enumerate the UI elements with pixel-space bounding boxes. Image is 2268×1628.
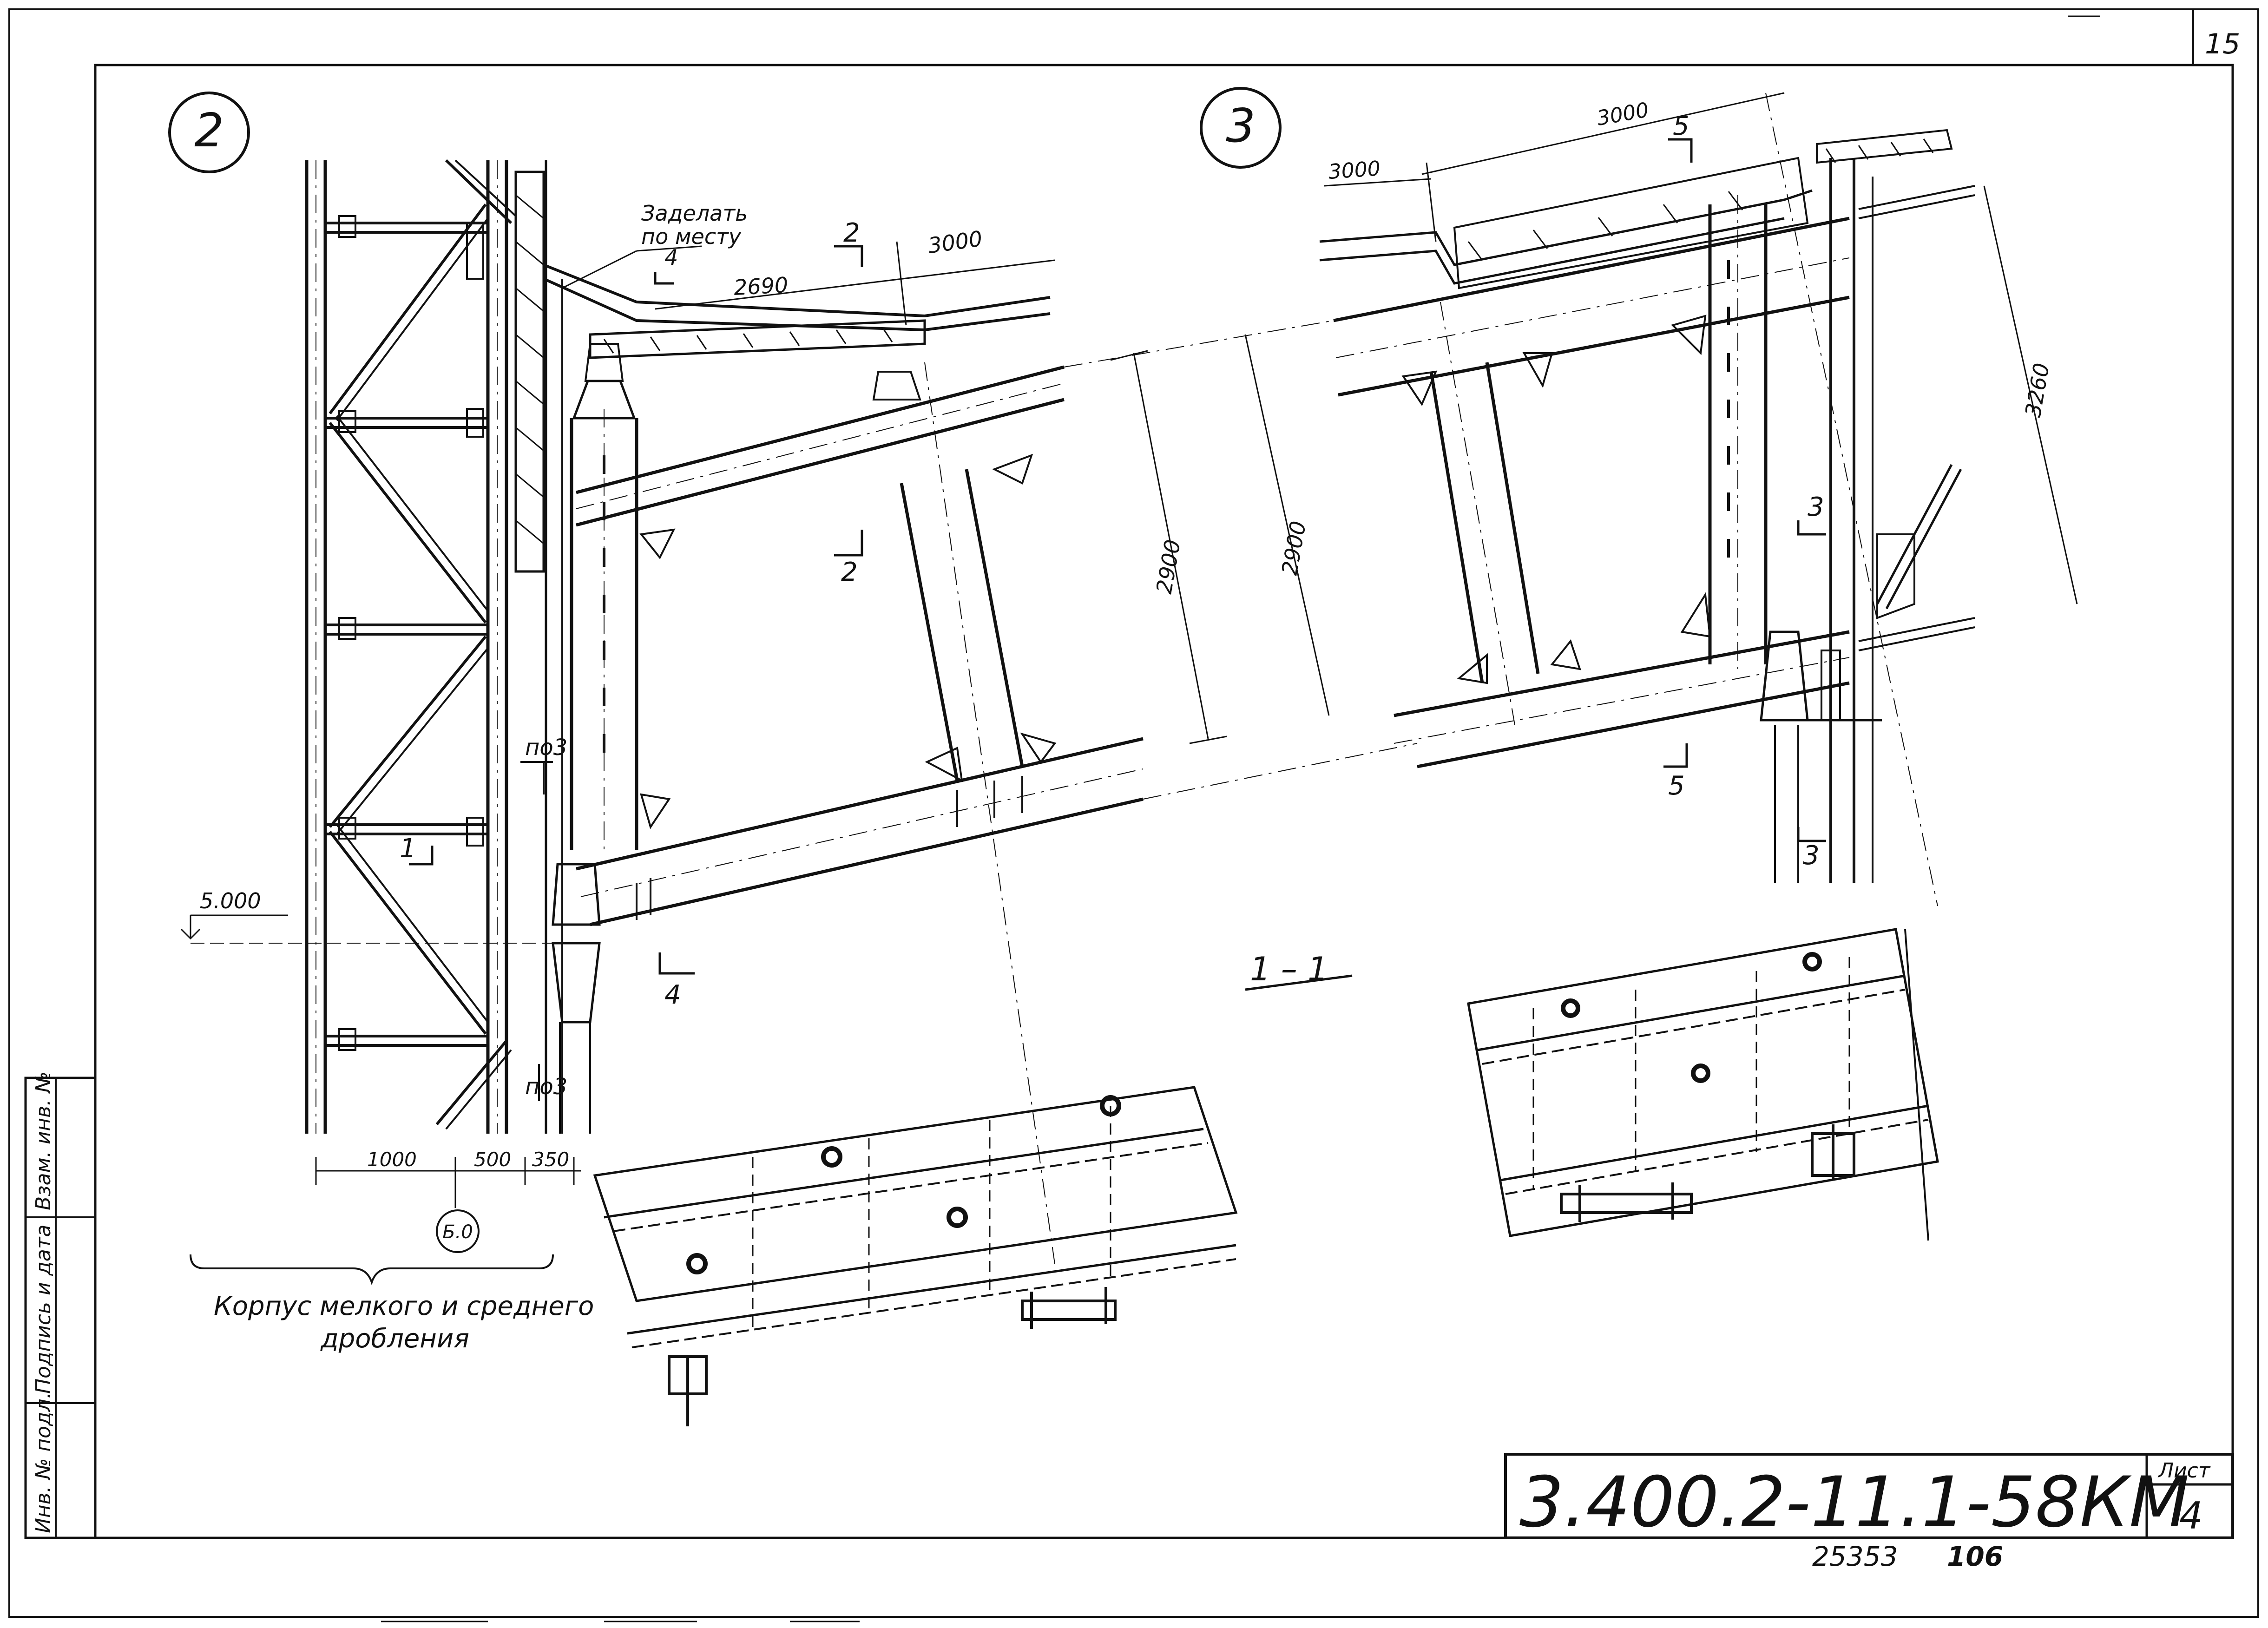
section-mark-4-top: 4 — [664, 245, 678, 270]
section-mark-1-left: 1 — [400, 834, 416, 864]
wall-panel — [514, 160, 563, 1134]
section-mark-2-top: 2 — [843, 218, 860, 248]
title-block: 3.400.2-11.1-58КМ Лист 4 25353 106 — [1504, 1453, 2234, 1572]
stamp-field-replace: Взам. инв. № — [32, 1071, 55, 1210]
drawing-designation: 3.400.2-11.1-58КМ — [1519, 1462, 2189, 1543]
dim-3000-left: 3000 — [1328, 157, 1381, 184]
node-2-marker-circle — [168, 92, 250, 173]
dim-3000-right: 3000 — [1595, 98, 1650, 131]
gallery-frame-node3 — [1064, 92, 1975, 906]
section-mark-5-bottom: 5 — [1668, 771, 1685, 801]
node-3-marker: 3 — [1226, 98, 1256, 153]
side-stamp: Инв. № подл. Подпись и дата Взам. инв. № — [24, 1071, 97, 1539]
page-number-box — [2192, 9, 2233, 66]
axis-bubble — [436, 1209, 480, 1253]
elevation-mark: 5.000 — [200, 888, 261, 913]
dim-2900-n2: 2900 — [1151, 538, 1186, 596]
caption-line2: дробления — [320, 1324, 469, 1354]
section-mark-2-mid: 2 — [841, 557, 858, 587]
section-mark-3-upper: 3 — [1808, 492, 1824, 522]
dim-500: 500 — [474, 1148, 511, 1171]
caption-line1: Корпус мелкого и среднего — [214, 1291, 594, 1321]
sheet-number: 4 — [2179, 1494, 2203, 1537]
node-2-marker: 2 — [194, 103, 224, 158]
dim-350: 350 — [532, 1148, 569, 1171]
gallery-frame-node2 — [552, 343, 1144, 1264]
section-1-1-title: 1 – 1 — [1250, 950, 1328, 988]
section-mark-4-bottom: 4 — [664, 980, 681, 1010]
roof-slab — [543, 263, 1051, 359]
scan-marks — [381, 8, 2100, 1622]
plan-view-left — [593, 1086, 1238, 1426]
node-2: 2 — [168, 92, 1227, 1354]
dim-2900-n3: 2900 — [1277, 519, 1311, 577]
note-embed-line1: Заделать — [641, 201, 748, 226]
inner-frame — [94, 64, 2234, 1539]
note-embed-line2: по месту — [641, 224, 742, 249]
dim-3000-n2: 3000 — [927, 226, 984, 258]
section-mark-3-lower: 3 — [1803, 840, 1820, 871]
outer-frame — [8, 8, 2259, 1618]
sheet-label: Лист — [2157, 1459, 2211, 1483]
pos-label-top: по3 — [525, 735, 567, 761]
axis-label: Б.0 — [442, 1221, 473, 1243]
archive-page: 106 — [1947, 1541, 2003, 1572]
plan-view-right — [1467, 928, 1939, 1241]
dim-1000: 1000 — [367, 1148, 417, 1171]
section-1-1: 1 – 1 — [593, 928, 1939, 1426]
left-column — [305, 159, 517, 1134]
node-3: 3 — [1064, 87, 2078, 906]
stamp-field-inv: Инв. № подл. — [32, 1392, 55, 1533]
node-3-marker-circle — [1200, 87, 1282, 169]
pos-label-bottom: по3 — [525, 1074, 567, 1100]
archive-number: 25353 — [1812, 1541, 1898, 1572]
section-mark-5-top: 5 — [1673, 111, 1689, 141]
page-number: 15 — [2205, 28, 2240, 60]
stamp-field-sign: Подпись и дата — [32, 1225, 55, 1394]
